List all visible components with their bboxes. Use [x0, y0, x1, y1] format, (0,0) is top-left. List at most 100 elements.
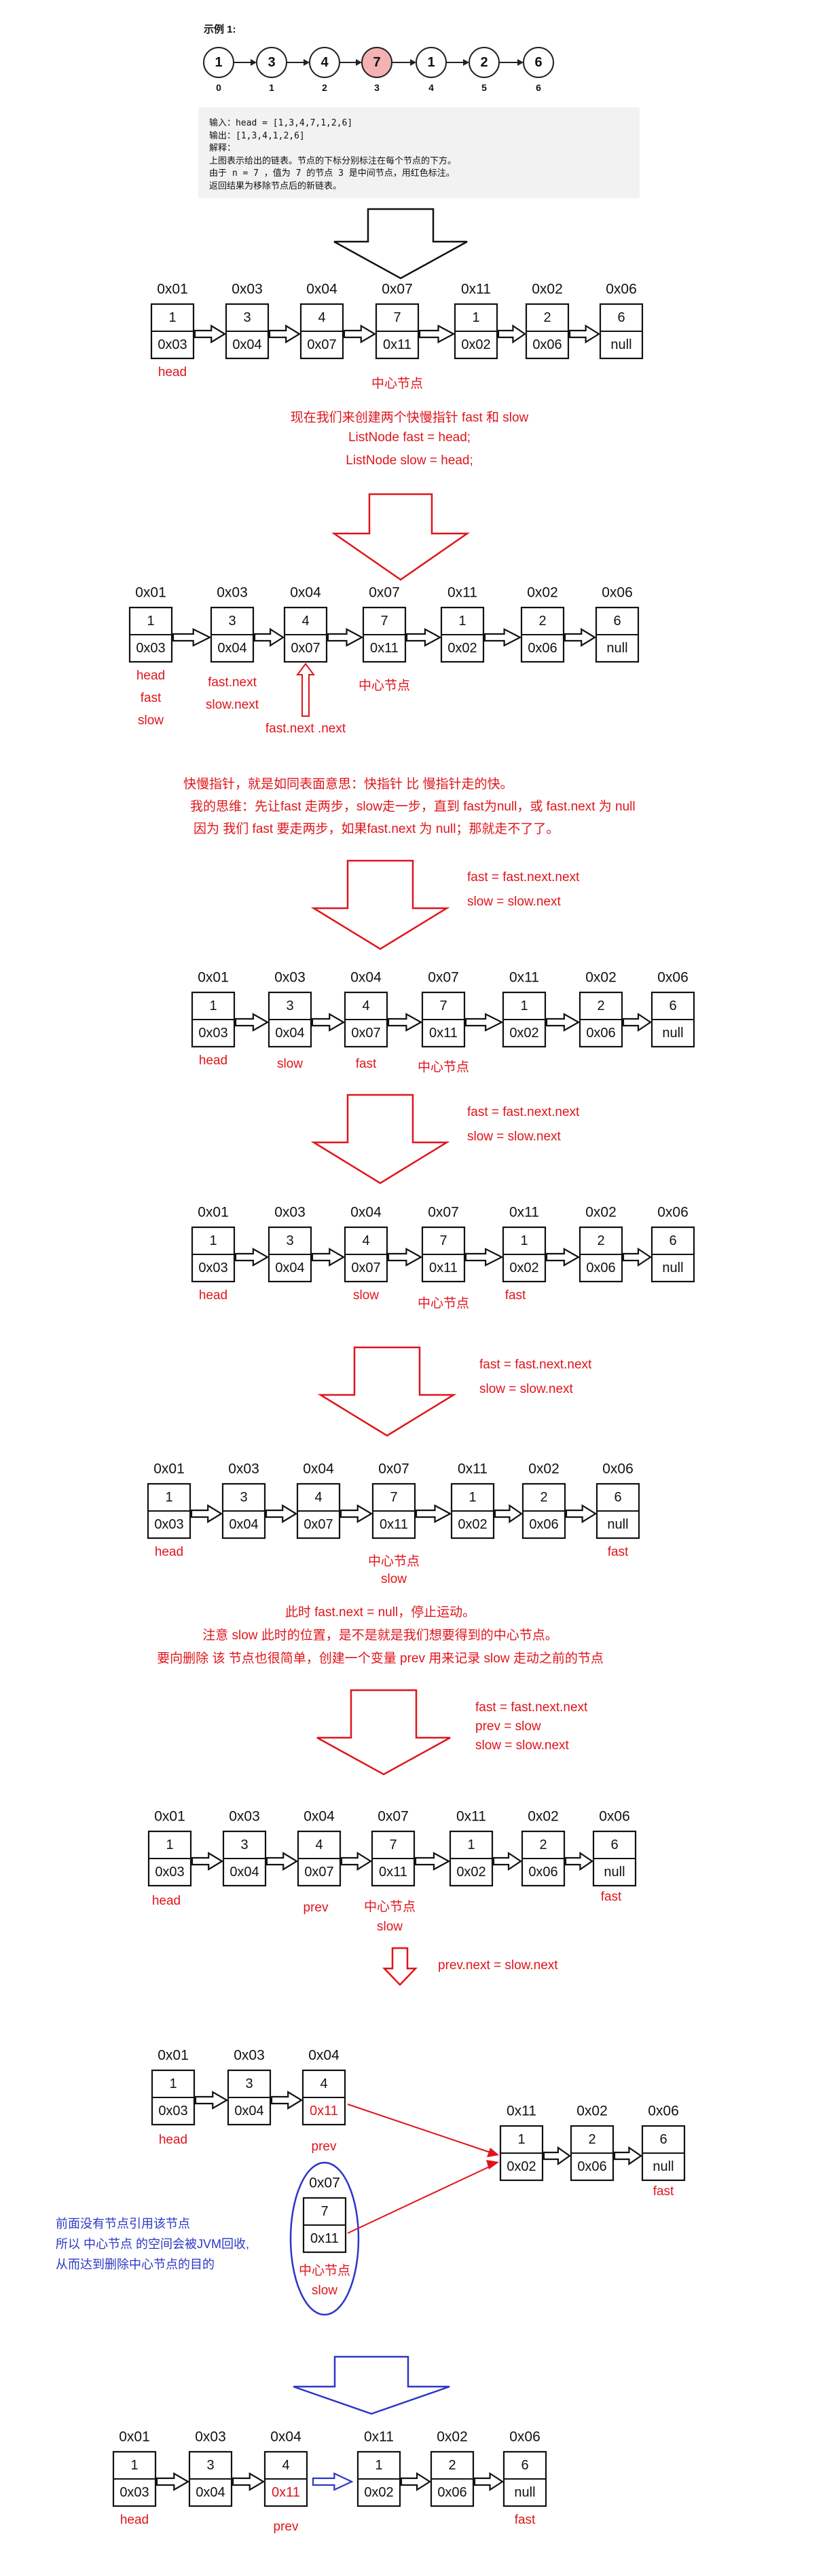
node-address: 0x06	[599, 1809, 630, 1825]
node-next: 0x04	[230, 1865, 259, 1880]
node-next: 0x02	[447, 641, 477, 656]
step-down-arrow	[382, 1947, 418, 1986]
node-next: 0x02	[507, 2159, 536, 2174]
label-prev: prev	[303, 1901, 329, 1915]
node-address: 0x07	[378, 1809, 409, 1825]
stop-line-0: 此时 fast.next = null，停止运动。	[285, 1605, 476, 1620]
node-value: 1	[469, 1490, 476, 1505]
node-address: 0x01	[119, 2429, 150, 2445]
node-address: 0x11	[364, 2429, 394, 2445]
intro-line-0: 现在我们来创建两个快慢指针 fast 和 slow	[290, 411, 529, 425]
node-value: 6	[614, 1490, 621, 1505]
node-next: 0x07	[351, 1261, 380, 1275]
next-pointer-arrow	[340, 1504, 373, 1523]
node-address: 0x02	[528, 1461, 560, 1477]
label-head: head	[120, 2513, 149, 2527]
label-fast: fast	[505, 1288, 526, 1303]
example-node-value: 1	[215, 55, 222, 70]
node-address: 0x03	[274, 1205, 306, 1220]
node-address: 0x02	[532, 282, 563, 297]
node-next: 0x06	[437, 2485, 466, 2500]
node-address: 0x02	[527, 585, 558, 601]
label-prev: prev	[273, 2520, 299, 2534]
next-pointer-arrow	[234, 1013, 270, 1032]
next-pointer-arrow	[265, 1852, 299, 1871]
node-value: 3	[243, 310, 251, 325]
step-down-arrow	[331, 493, 470, 581]
node-value: 4	[301, 614, 309, 629]
node-next: 0x11	[310, 2104, 338, 2118]
next-pointer-arrow	[155, 2472, 190, 2491]
node-address: 0x03	[274, 970, 306, 986]
node-address: 0x04	[306, 282, 337, 297]
label-slow: slow	[352, 1288, 380, 1303]
node-address: 0x04	[270, 2429, 301, 2445]
node-value: 1	[520, 998, 528, 1013]
node-value: 1	[209, 998, 217, 1013]
next-pointer-arrow	[194, 324, 227, 343]
node-next: 0x07	[291, 641, 320, 656]
next-pointer-arrow	[473, 2471, 505, 2492]
next-pointer-arrow	[568, 324, 601, 343]
node-next: 0x02	[461, 337, 490, 352]
next-pointer-arrow	[234, 1248, 270, 1267]
stop-line-1: 注意 slow 此时的位置，是不是就是我们想要得到的中心节点。	[202, 1628, 558, 1643]
label-fast-next: fast.next	[208, 675, 257, 690]
label-fast: fast	[514, 2513, 536, 2527]
node-address: 0x04	[303, 1461, 334, 1477]
next-pointer-arrow	[464, 1248, 504, 1267]
node-value: 1	[166, 1837, 173, 1852]
node-address: 0x01	[198, 1205, 229, 1220]
label-fast-next-next: fast.next .next	[265, 722, 346, 736]
node-value: 7	[389, 1837, 397, 1852]
label-fast: fast	[653, 2184, 674, 2199]
node-value: 1	[472, 310, 479, 325]
step-code-slow: slow = slow.next	[479, 1382, 573, 1396]
label-slow: slow	[276, 1057, 304, 1071]
node-address: 0x06	[657, 1205, 689, 1220]
node-address: 0x03	[195, 2429, 226, 2445]
node-address: 0x03	[234, 2048, 265, 2064]
example-line-4: 由于 n = 7 ，值为 7 的节点 3 是中间节点，用红色标注。	[209, 168, 455, 179]
node-value: 6	[610, 1837, 618, 1852]
node-next: 0x03	[158, 337, 187, 352]
node-address: 0x11	[509, 970, 539, 986]
node-value: 1	[169, 2076, 177, 2091]
next-pointer-arrow	[418, 324, 456, 343]
node-next: 0x04	[232, 337, 261, 352]
prev-next-link-line	[347, 2104, 493, 2154]
node-address: 0x02	[576, 2104, 608, 2119]
label-center-node: 中心节点	[417, 1060, 470, 1075]
node-next: 0x04	[229, 1517, 258, 1532]
next-pointer-arrow	[565, 1504, 598, 1523]
step-code-fast: fast = fast.next.next	[479, 1358, 592, 1372]
node-address: 0x06	[648, 2104, 679, 2119]
node-value: 2	[448, 2458, 456, 2473]
node-address: 0x02	[585, 970, 617, 986]
example-node-value: 3	[268, 55, 275, 70]
node-address: 0x04	[308, 2048, 340, 2064]
example-link-arrowhead	[304, 59, 310, 66]
node-address: 0x11	[507, 2104, 536, 2119]
node-address: 0x01	[154, 1809, 185, 1825]
step-down-arrow	[310, 1094, 450, 1184]
node-value: 1	[209, 1233, 217, 1248]
example-node-value: 4	[320, 55, 329, 70]
node-value: 6	[521, 2458, 528, 2473]
gc-note-0: 前面没有节点引用该节点	[56, 2217, 190, 2230]
node-address: 0x03	[217, 585, 248, 601]
node-next: 0x06	[532, 337, 562, 352]
node-next: 0x11	[429, 1026, 458, 1041]
explain-line-2: 因为 我们 fast 要走两步，如果fast.next 为 null；那就走不了…	[194, 822, 560, 836]
node-address: 0x06	[606, 282, 637, 297]
stop-line-2: 要向删除 该 节点也很简单，创建一个变量 prev 用来记录 slow 走动之前…	[157, 1651, 604, 1666]
example-line-0: 输入：head = [1,3,4,7,1,2,6]	[209, 118, 353, 128]
example-node-value: 2	[480, 55, 488, 70]
slow-next-link-line	[347, 2165, 493, 2234]
prev-next-link-arrowhead	[487, 2148, 499, 2157]
node-value: 2	[539, 1837, 547, 1852]
node-value: 4	[320, 2076, 327, 2091]
node-next: 0x11	[429, 1261, 458, 1275]
example-node-circle	[523, 47, 554, 78]
